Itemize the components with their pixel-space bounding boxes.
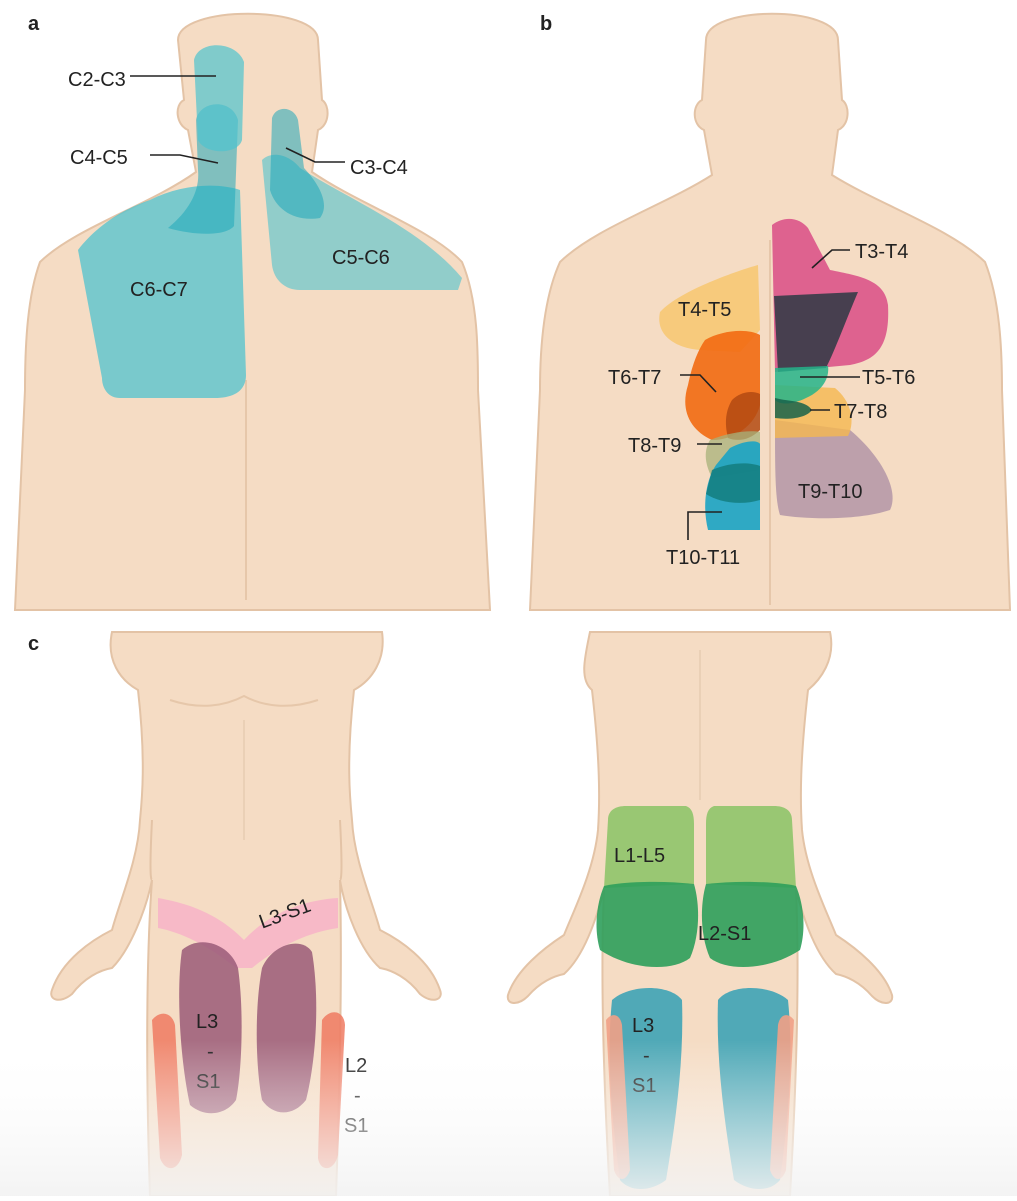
- dermatome-t9-t10: [775, 420, 893, 519]
- label-back-l1-l5: L1-L5: [614, 845, 665, 867]
- bottom-fade: [0, 1040, 1017, 1196]
- dermatome-back-lower-right: [701, 881, 804, 968]
- label-back-thigh-1: L3: [632, 1015, 654, 1037]
- chest-contour: [169, 694, 319, 707]
- label-c5-c6: C5-C6: [332, 247, 390, 269]
- label-t6-t7: T6-T7: [608, 367, 661, 389]
- label-c4-c5: C4-C5: [70, 147, 128, 169]
- leader-c3-c4: [285, 147, 345, 163]
- panel-b: b T3-T4 T4-T5 T6-T7 T5-T6 T7-T8 T8-T9 T9…: [528, 12, 1012, 611]
- dermatome-c2-c3: [194, 45, 244, 152]
- label-t7-t8: T7-T8: [834, 401, 887, 423]
- dermatome-back-upper-left: [604, 806, 694, 888]
- front-arm-crease-right: [339, 819, 343, 881]
- leader-t3-t4: [811, 249, 850, 269]
- label-t10-t11: T10-T11: [666, 547, 740, 569]
- label-c6-c7: C6-C7: [130, 279, 188, 301]
- panel-a-body: [13, 12, 492, 611]
- label-c2-c3: C2-C3: [68, 69, 126, 91]
- panel-letter-b: b: [540, 13, 552, 35]
- label-back-l2-s1: L2-S1: [698, 923, 751, 945]
- dermatome-t10-t11-overlap: [706, 463, 760, 503]
- label-t4-t5: T4-T5: [678, 299, 731, 321]
- leader-c4-c5: [150, 154, 219, 164]
- dermatome-back-upper-right: [706, 806, 796, 888]
- label-t3-t4: T3-T4: [855, 241, 908, 263]
- dermatome-front-groin: [158, 898, 338, 968]
- dermatome-c3-c4: [270, 108, 325, 219]
- front-arm-crease-left: [149, 819, 153, 881]
- label-t9-t10: T9-T10: [798, 481, 862, 503]
- label-front-thigh-1: L3: [196, 1011, 218, 1033]
- panel-a: a C2-C3 C4-C5 C3-C4 C5-C6 C6-C7: [13, 12, 492, 611]
- dermatome-t5-t6-overlap: [775, 398, 812, 419]
- panel-letter-c: c: [28, 633, 39, 655]
- dermatome-t5-t6: [775, 366, 829, 404]
- dermatome-t4-t5: [659, 265, 760, 352]
- dermatome-c6-c7: [78, 185, 246, 398]
- dermatome-t3-t4-overlap: [774, 292, 858, 372]
- label-t5-t6: T5-T6: [862, 367, 915, 389]
- panel-letter-a: a: [28, 13, 40, 35]
- leader-t6-t7: [680, 374, 717, 393]
- label-c3-c4: C3-C4: [350, 157, 408, 179]
- leader-t10-t11: [687, 511, 722, 540]
- dermatome-t6-t7-overlap: [725, 392, 760, 440]
- label-t8-t9: T8-T9: [628, 435, 681, 457]
- dermatome-back-lower-left: [596, 881, 699, 968]
